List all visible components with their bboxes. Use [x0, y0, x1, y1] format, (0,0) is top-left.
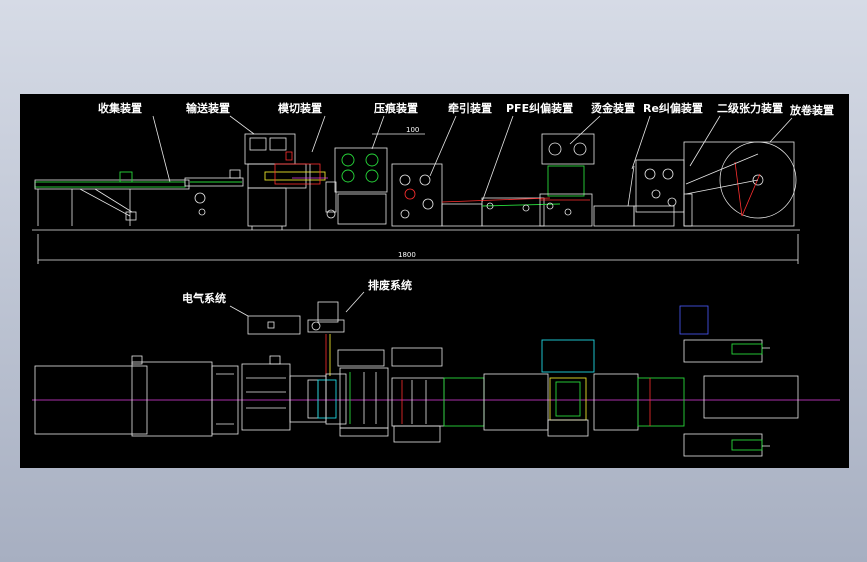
label-traction: 牵引装置 [448, 101, 492, 115]
leader-lines [152, 115, 793, 203]
leader-waste [345, 291, 365, 313]
label-convey: 输送装置 [186, 101, 230, 115]
hotstamp-plan [541, 339, 595, 437]
traction-plan [391, 347, 445, 443]
pfe-plan [443, 373, 549, 431]
waste-system-plan [307, 301, 345, 376]
label-electrical: 电气系统 [182, 291, 226, 305]
re-correct-plan [593, 373, 685, 431]
label-waste: 排废系统 [368, 278, 412, 292]
conveyor-elevation [184, 169, 244, 216]
diecutter-elevation [244, 133, 328, 230]
traction-elevation [391, 163, 443, 227]
collector-elevation [34, 171, 190, 226]
label-crease: 压痕装置 [374, 101, 418, 115]
label-unwind: 放卷装置 [789, 103, 834, 117]
pfe-correct-elevation [441, 197, 561, 227]
hotstamp-elevation [539, 133, 595, 227]
production-line-drawing: 收集装置 输送装置 模切装置 压痕装置 牵引装置 PFE纠偏装置 烫金装置 Re… [32, 101, 840, 457]
dim-total: 1800 [37, 234, 799, 264]
conveyor-plan [241, 355, 291, 431]
label-tension: 二级张力装置 [717, 101, 783, 115]
label-pfe-correct: PFE纠偏装置 [506, 101, 573, 115]
unwind-elevation [683, 141, 797, 227]
unwind-plan [679, 305, 799, 457]
re-correct-elevation [593, 165, 675, 227]
label-re-correct: Re纠偏装置 [643, 101, 703, 115]
label-collect: 收集装置 [98, 101, 142, 115]
electrical-cabinet-plan [247, 315, 301, 335]
label-hot-stamp: 烫金装置 [591, 101, 635, 115]
crease-plan [337, 349, 389, 437]
crease-elevation: 100 [325, 126, 425, 225]
dim-crease-width: 100 [406, 126, 419, 134]
diecutter-plan [289, 373, 347, 425]
collector-plan [34, 355, 239, 437]
label-diecut: 模切装置 [278, 101, 322, 115]
cad-drawing-canvas: 收集装置 输送装置 模切装置 压痕装置 牵引装置 PFE纠偏装置 烫金装置 Re… [20, 94, 849, 468]
dim-total-length: 1800 [398, 251, 416, 259]
tension-elevation [635, 159, 693, 227]
leader-electrical [229, 305, 249, 317]
